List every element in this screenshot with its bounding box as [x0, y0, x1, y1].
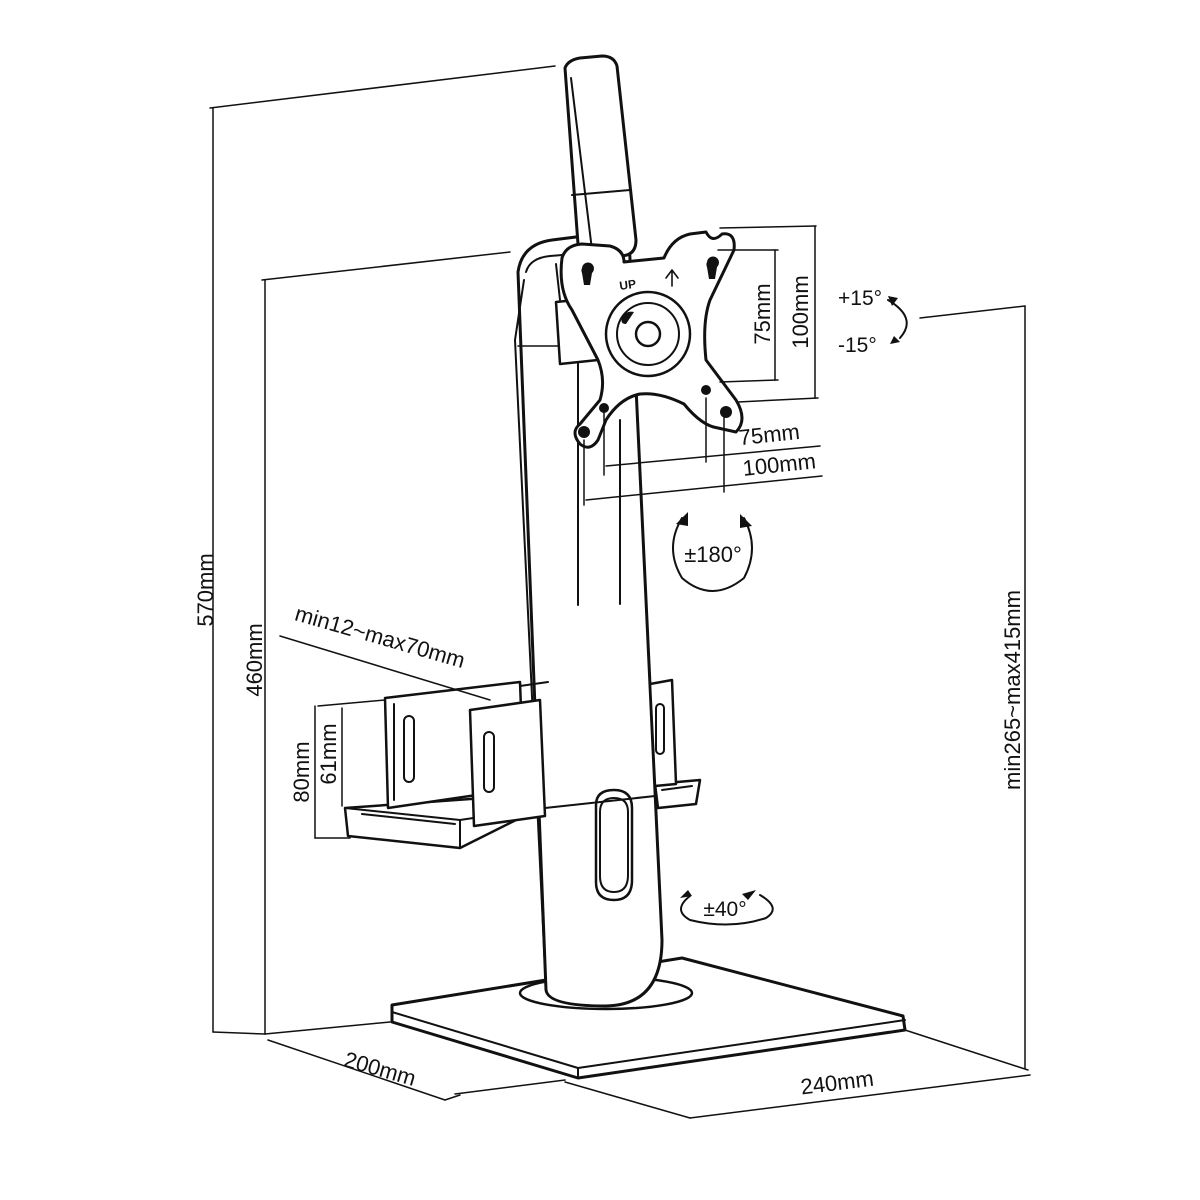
holder-dimension-lines — [279, 635, 491, 839]
swivel-arrow-icon — [680, 890, 774, 926]
rotate-label: ±180° — [684, 542, 742, 567]
holder-inner-height-label: 61mm — [316, 723, 341, 784]
tilt-up-label: +15° — [838, 287, 882, 310]
swivel-label: ±40° — [703, 898, 746, 921]
tilt-down-label: -15° — [838, 334, 877, 357]
pole-height-label: 460mm — [242, 623, 267, 696]
holder-width-range-label: min12~max70mm — [292, 601, 468, 673]
dimension-frame — [209, 65, 1031, 1119]
rotate-arrow-icon — [672, 512, 753, 592]
up-arrow-icon — [665, 269, 679, 287]
top-handle — [563, 54, 638, 258]
pc-holder — [343, 678, 702, 850]
vesa-dimension-lines — [583, 225, 823, 506]
height-range-label: min265~max415mm — [1000, 590, 1025, 790]
up-marker-label: UP — [618, 277, 636, 293]
pole — [514, 232, 664, 1008]
vesa-plate: UP — [559, 230, 744, 449]
vesa-horizontal-small-label: 75mm — [738, 419, 801, 450]
holder-outer-height-label: 80mm — [289, 741, 314, 802]
vesa-horizontal-large-label: 100mm — [741, 448, 817, 481]
vesa-vertical-small-label: 75mm — [750, 283, 775, 344]
base-width-label: 240mm — [799, 1066, 875, 1100]
tilt-arrow-icon — [887, 296, 908, 344]
total-height-label: 570mm — [193, 553, 218, 626]
vesa-vertical-large-label: 100mm — [788, 275, 813, 348]
base-depth-label: 200mm — [341, 1047, 418, 1091]
